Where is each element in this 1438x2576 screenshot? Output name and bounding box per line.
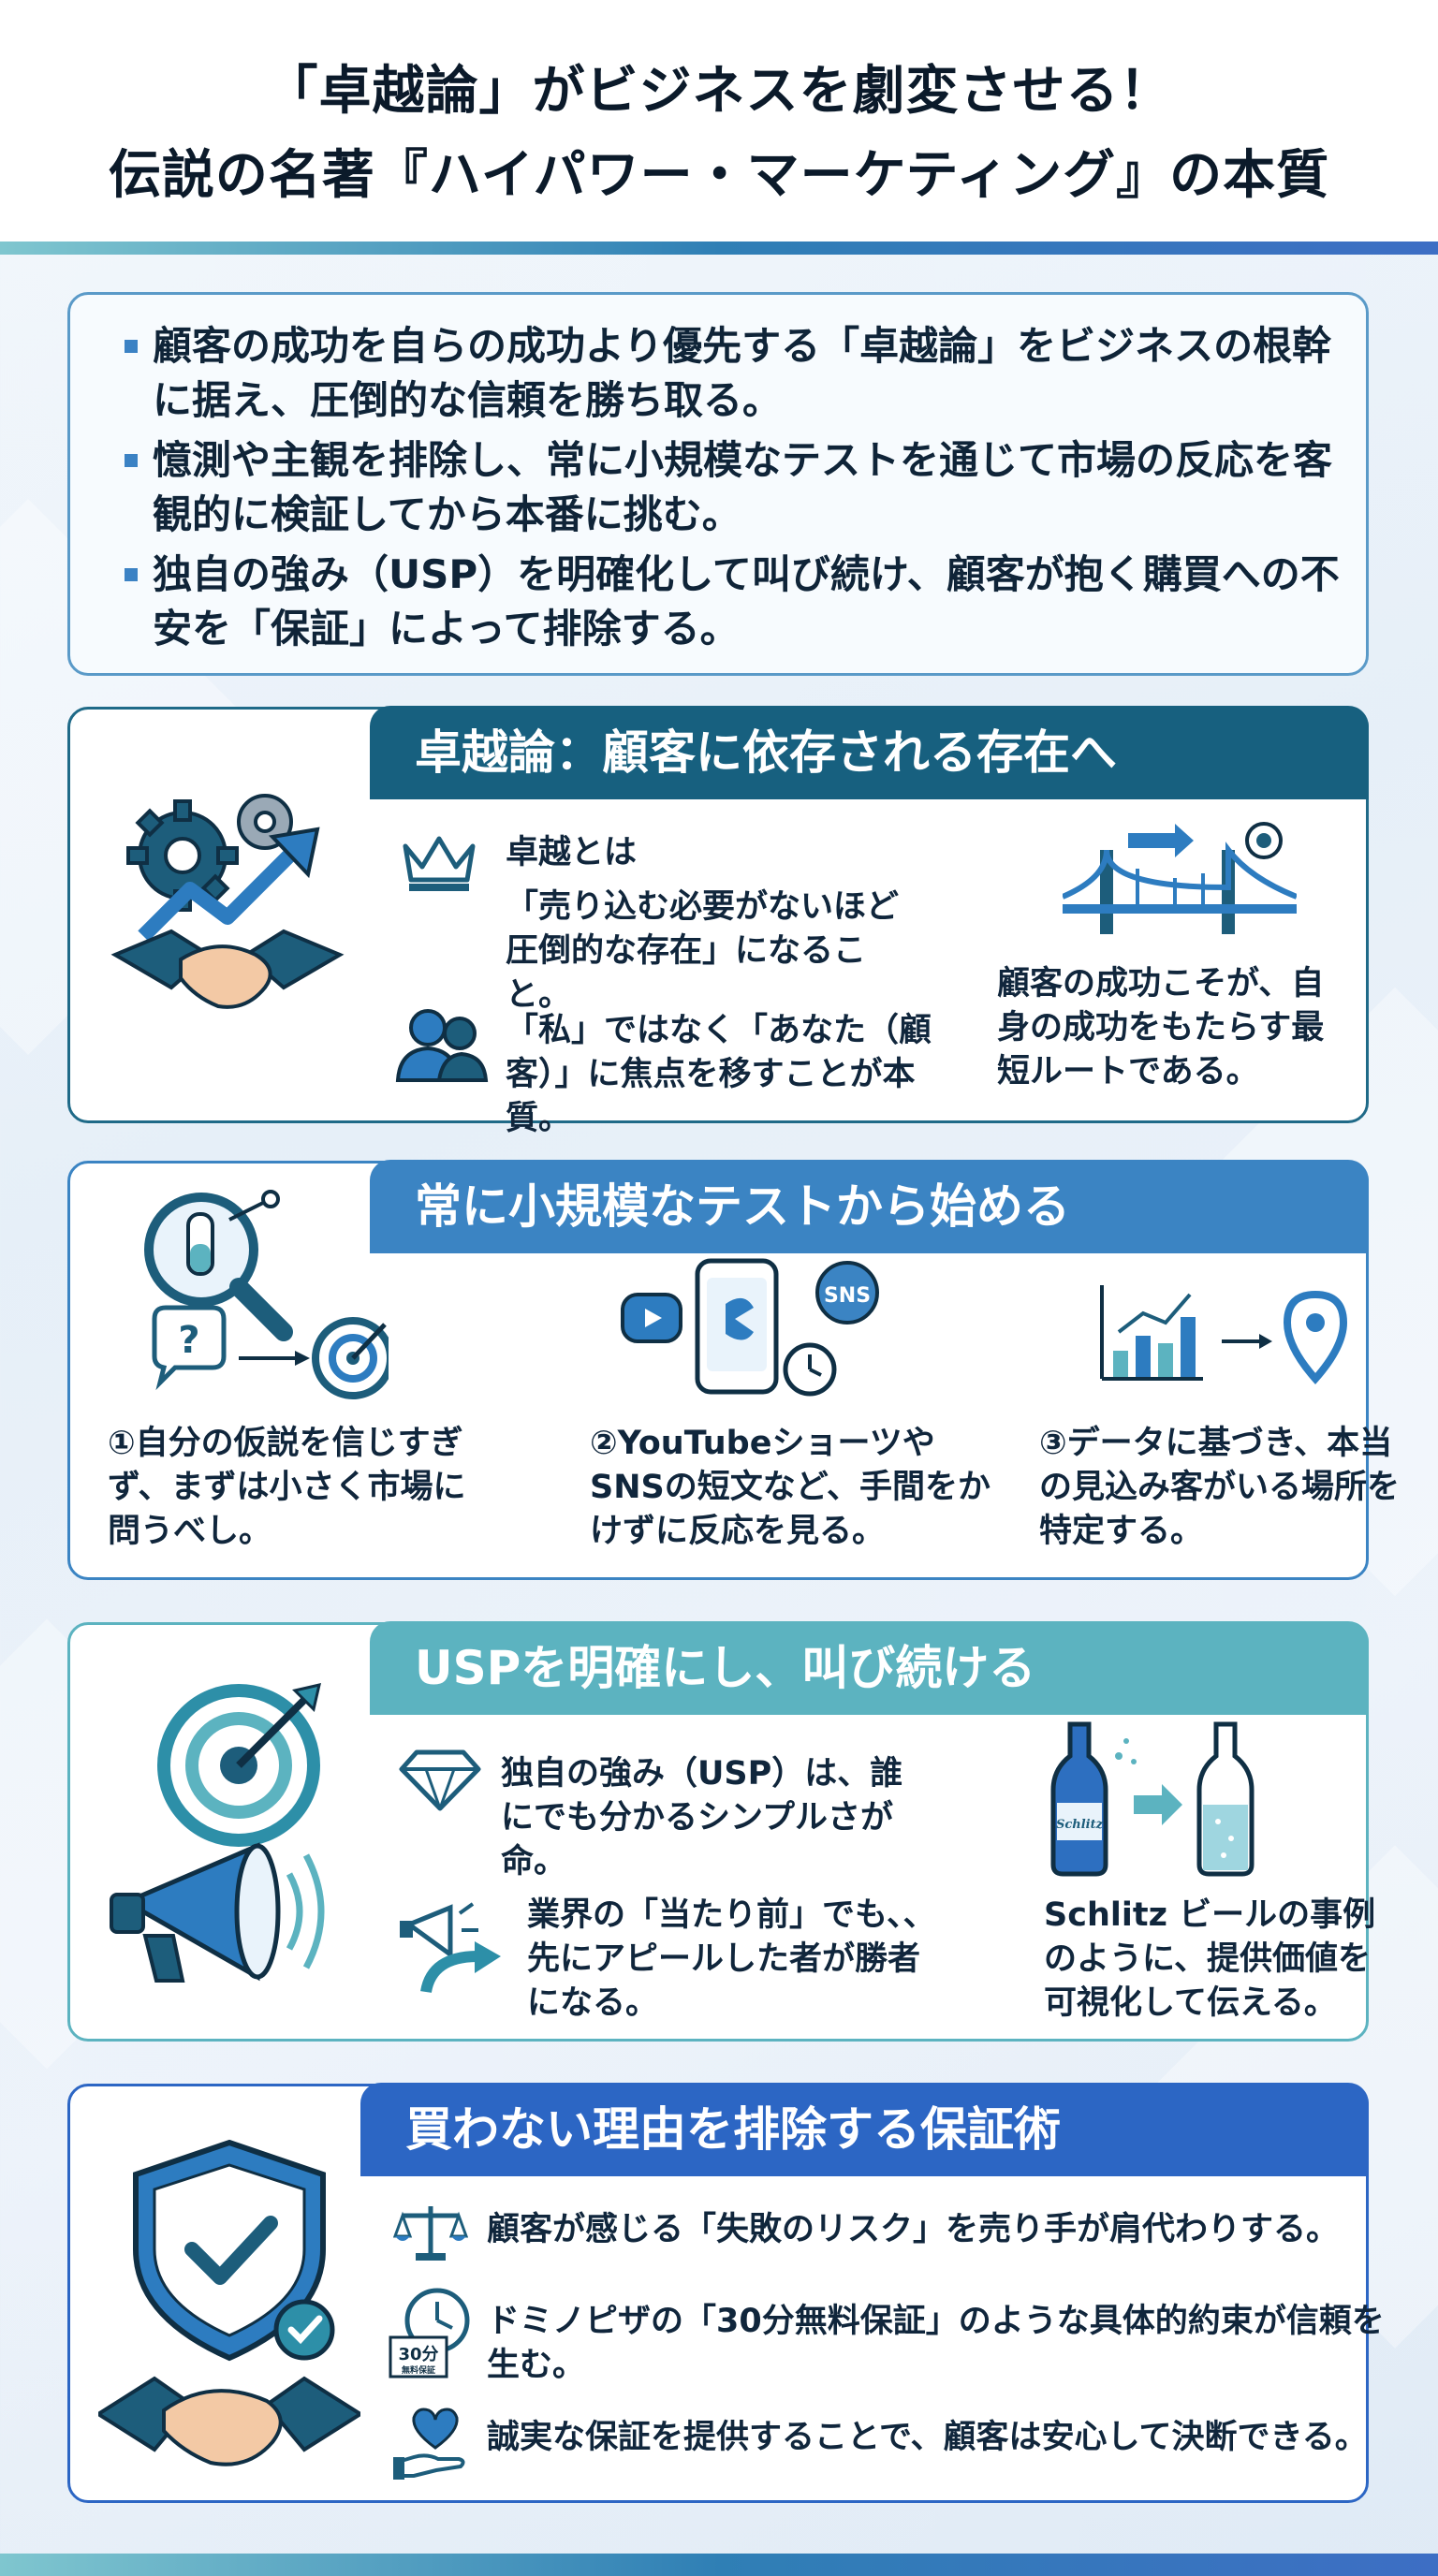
excellence-definition-title: 卓越とは xyxy=(506,834,638,871)
beer-bottle-icon: Schlitz xyxy=(1050,1721,1255,1877)
target-megaphone-icon xyxy=(110,1682,325,1983)
diamond-icon xyxy=(399,1749,481,1811)
crown-icon xyxy=(403,836,476,891)
clock-sub-label: 無料保証 xyxy=(402,2364,435,2376)
bullet-square-icon xyxy=(125,340,138,353)
people-icon xyxy=(395,1009,489,1082)
header-accent-bar xyxy=(0,242,1438,255)
bullet-square-icon xyxy=(125,454,138,467)
customer-success-route-text: 顧客の成功こそが、自身の成功をもたらす最短ルートである。 xyxy=(997,965,1325,1090)
bullet-square-icon xyxy=(125,568,138,581)
section-usp: USPを明確にし、叫び続ける 独自の強み（USP）は、誰にでも分かるシンプルさが… xyxy=(67,1621,1375,2042)
domino-guarantee-text: ドミノピザの「30分無料保証」のような具体的約束が信頼を生む。 xyxy=(487,2303,1385,2384)
summary-bullet: 顧客の成功を自らの成功より優先する「卓越論」をビジネスの根幹に据え、圧倒的な信頼… xyxy=(125,319,1342,428)
customer-focus-text: 「私」ではなく「あなた（顧客）」に焦点を移すことが本質。 xyxy=(506,1012,932,1137)
clock-label: 30分 xyxy=(398,2345,438,2364)
heart-hand-icon xyxy=(393,2408,465,2480)
section-small-tests: 常に小規模なテストから始める ? ①自分の仮説を信じすぎず、まずは小さく市場に問… xyxy=(67,1160,1400,1580)
section-usp-title: USPを明確にし、叫び続ける xyxy=(370,1621,1369,1715)
test-step-2-text: ②YouTubeショーツやSNSの短文など、手間をかけずに反応を見る。 xyxy=(590,1425,990,1550)
svg-text:?: ? xyxy=(178,1319,199,1362)
header: 「卓越論」がビジネスを劇変させる！ 伝説の名著『ハイパワー・マーケティング』の本… xyxy=(0,0,1438,242)
section-excellence: 卓越論：顧客に依存される存在へ 卓越とは 「売り込む必要がないほど圧倒的な存在」… xyxy=(67,706,1369,1137)
section-guarantee: 買わない理由を排除する保証術 顧客が感じる「失敗のリスク」を売り手が肩代わりする… xyxy=(67,2083,1385,2503)
gears-handshake-growth-icon xyxy=(110,794,345,1009)
excellence-definition-text: 「売り込む必要がないほど圧倒的な存在」になること。 xyxy=(506,888,900,1014)
sincere-guarantee-text: 誠実な保証を提供することで、顧客は安心して決断できる。 xyxy=(487,2419,1368,2456)
bottle-label: Schlitz xyxy=(1056,1818,1104,1832)
scale-icon xyxy=(393,2206,468,2261)
megaphone-arrow-icon xyxy=(400,1902,501,1994)
schlitz-case-text: Schlitz ビールの事例のように、提供価値を可視化して伝える。 xyxy=(1044,1896,1376,2022)
footer-accent-bar xyxy=(0,2554,1438,2576)
phone-sns-timer-icon: SNS xyxy=(621,1258,879,1397)
question-arrow-target-icon: ? xyxy=(152,1305,389,1399)
chart-arrow-location-icon xyxy=(1100,1285,1348,1385)
first-appeal-text: 業界の「当たり前」でも、、先にアピールした者が勝者になる。 xyxy=(527,1896,936,2022)
section-guarantee-title: 買わない理由を排除する保証術 xyxy=(360,2083,1369,2176)
shield-handshake-icon xyxy=(98,2139,360,2466)
summary-bullet: 独自の強み（USP）を明確化して叫び続け、顧客が抱く購買への不安を「保証」によっ… xyxy=(125,548,1342,656)
section-excellence-title: 卓越論：顧客に依存される存在へ xyxy=(370,706,1369,799)
clock-guarantee-icon: 30分 無料保証 xyxy=(389,2288,470,2378)
page-title-line2: 伝説の名著『ハイパワー・マーケティング』の本質 xyxy=(108,145,1330,206)
test-step-3-text: ③データに基づき、本当の見込み客がいる場所を特定する。 xyxy=(1039,1425,1401,1550)
section-small-tests-title: 常に小規模なテストから始める xyxy=(370,1160,1369,1253)
bridge-target-icon xyxy=(1063,822,1297,934)
summary-card: 顧客の成功を自らの成功より優先する「卓越論」をビジネスの根幹に据え、圧倒的な信頼… xyxy=(67,292,1369,676)
page-title-line1: 「卓越論」がビジネスを劇変させる！ xyxy=(265,61,1173,122)
usp-simplicity-text: 独自の強み（USP）は、誰にでも分かるシンプルさが命。 xyxy=(501,1755,903,1881)
magnifier-testtube-icon xyxy=(144,1190,293,1341)
test-step-1-text: ①自分の仮説を信じすぎず、まずは小さく市場に問うべし。 xyxy=(108,1425,466,1550)
risk-transfer-text: 顧客が感じる「失敗のリスク」を売り手が肩代わりする。 xyxy=(487,2211,1340,2248)
summary-bullet: 憶測や主観を排除し、常に小規模なテストを通じて市場の反応を客観的に検証してから本… xyxy=(125,433,1342,542)
sns-badge-label: SNS xyxy=(824,1284,871,1308)
